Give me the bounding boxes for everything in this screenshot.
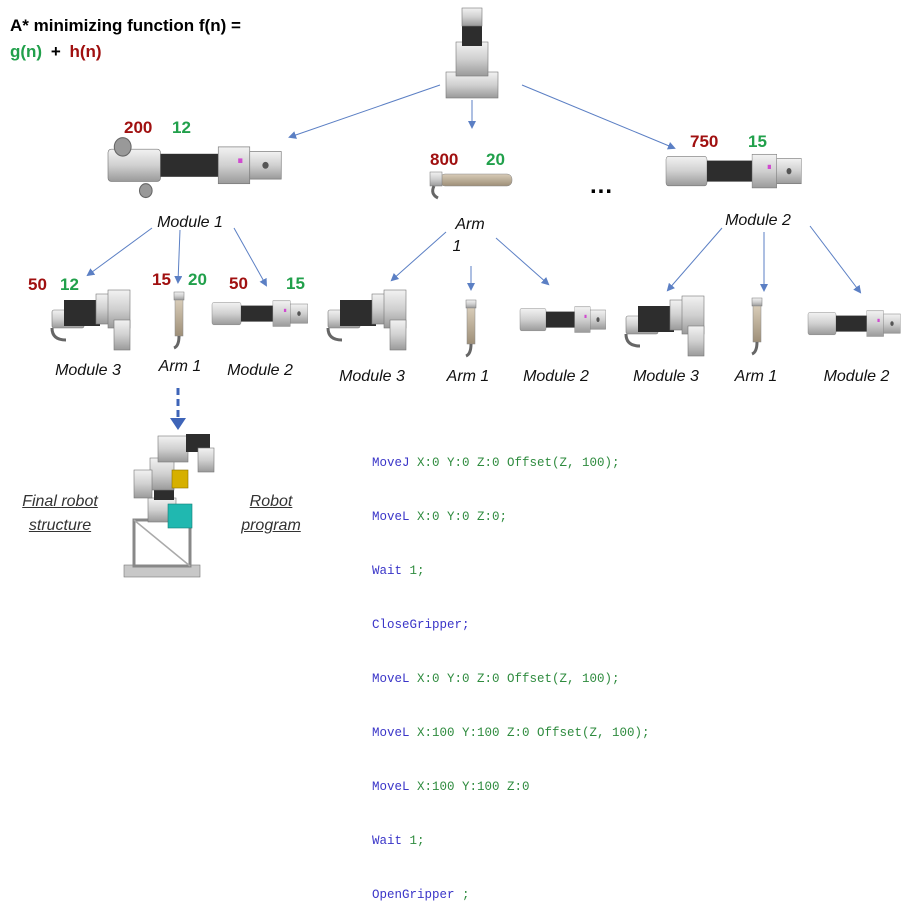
formula-plus: +	[50, 42, 61, 61]
diagram-canvas	[50, 7, 901, 578]
l2-left-module2-image	[211, 300, 309, 327]
module1-g-cost: 12	[172, 118, 191, 137]
l2-mid-arm1-label: Arm 1	[446, 368, 490, 385]
l2-mid-module2-label: Module 2	[523, 368, 589, 385]
ellipsis: ...	[590, 172, 614, 199]
l2-mid-module2-image	[519, 306, 607, 333]
module1-image	[107, 137, 282, 199]
formula-g: g(n)	[10, 42, 43, 61]
root-base-module	[445, 7, 499, 99]
code-line: CloseGripper;	[372, 618, 470, 632]
code-line: MoveL X:0 Y:0 Z:0 Offset(Z, 100);	[372, 672, 620, 686]
module2-label: Module 2	[725, 212, 791, 229]
arrow-root-module2	[521, 84, 676, 150]
module2-h-cost: 750	[690, 132, 719, 151]
arm1-label-line1: Arm	[455, 216, 485, 233]
code-line: MoveJ X:0 Y:0 Z:0 Offset(Z, 100);	[372, 456, 620, 470]
l2-left-arm1-g: 20	[188, 270, 207, 289]
l2-left-module3-h: 50	[28, 275, 47, 294]
arm1-h-cost: 800	[430, 150, 459, 169]
l2-left-module2-g: 15	[286, 274, 305, 293]
l2-left-arm1-h: 15	[152, 270, 171, 289]
robot-program-line1: Robot	[249, 493, 293, 510]
l2-mid-arm1-image	[464, 298, 478, 358]
l2-left-module3-image	[50, 288, 132, 352]
code-line: MoveL X:100 Y:100 Z:0 Offset(Z, 100);	[372, 726, 650, 740]
l2-right-arm1-image	[750, 296, 764, 356]
robot-program-label: Robot program	[226, 490, 316, 538]
robot-program-code: MoveJ X:0 Y:0 Z:0 Offset(Z, 100); MoveL …	[372, 418, 650, 922]
formula-h: h(n)	[69, 42, 102, 61]
l2-mid-module3-image	[326, 288, 408, 352]
robot-program-line2: program	[241, 517, 301, 534]
arm1-g-cost: 20	[486, 150, 505, 169]
arm1-label-line2: 1	[452, 238, 462, 255]
l2-mid-module3-label: Module 3	[339, 368, 405, 385]
l2-left-arm1-label: Arm 1	[158, 358, 202, 375]
final-robot-image	[123, 434, 215, 578]
final-structure-line1: Final robot	[22, 493, 98, 510]
l2-left-module3-label: Module 3	[55, 362, 121, 379]
cost-formula: g(n) + h(n)	[10, 42, 102, 62]
code-line: MoveL X:0 Y:0 Z:0;	[372, 510, 508, 524]
l2-right-module3-label: Module 3	[633, 368, 699, 385]
page-title: A* minimizing function f(n) =	[10, 16, 241, 35]
l2-left-arm1-image	[172, 290, 186, 350]
final-structure-line2: structure	[28, 517, 92, 534]
arm1-image	[429, 171, 513, 200]
module1-h-cost: 200	[124, 118, 153, 137]
l2-left-module2-label: Module 2	[227, 362, 293, 379]
code-line: OpenGripper ;	[372, 888, 470, 902]
module1-label: Module 1	[157, 214, 223, 231]
code-line: Wait 1;	[372, 834, 425, 848]
module2-image	[665, 153, 802, 189]
l2-left-module3-g: 12	[60, 275, 79, 294]
arrow-root-module1	[288, 84, 441, 139]
l2-left-module2-h: 50	[229, 274, 248, 293]
module2-g-cost: 15	[748, 132, 767, 151]
code-line: Wait 1;	[372, 564, 425, 578]
l2-right-arm1-label: Arm 1	[734, 368, 778, 385]
l2-right-module2-label: Module 2	[823, 368, 890, 385]
final-structure-label: Final robot structure	[8, 490, 112, 538]
code-line: MoveL X:100 Y:100 Z:0	[372, 780, 530, 794]
l2-right-module2-image	[807, 310, 901, 337]
l2-right-module3-image	[624, 294, 706, 358]
